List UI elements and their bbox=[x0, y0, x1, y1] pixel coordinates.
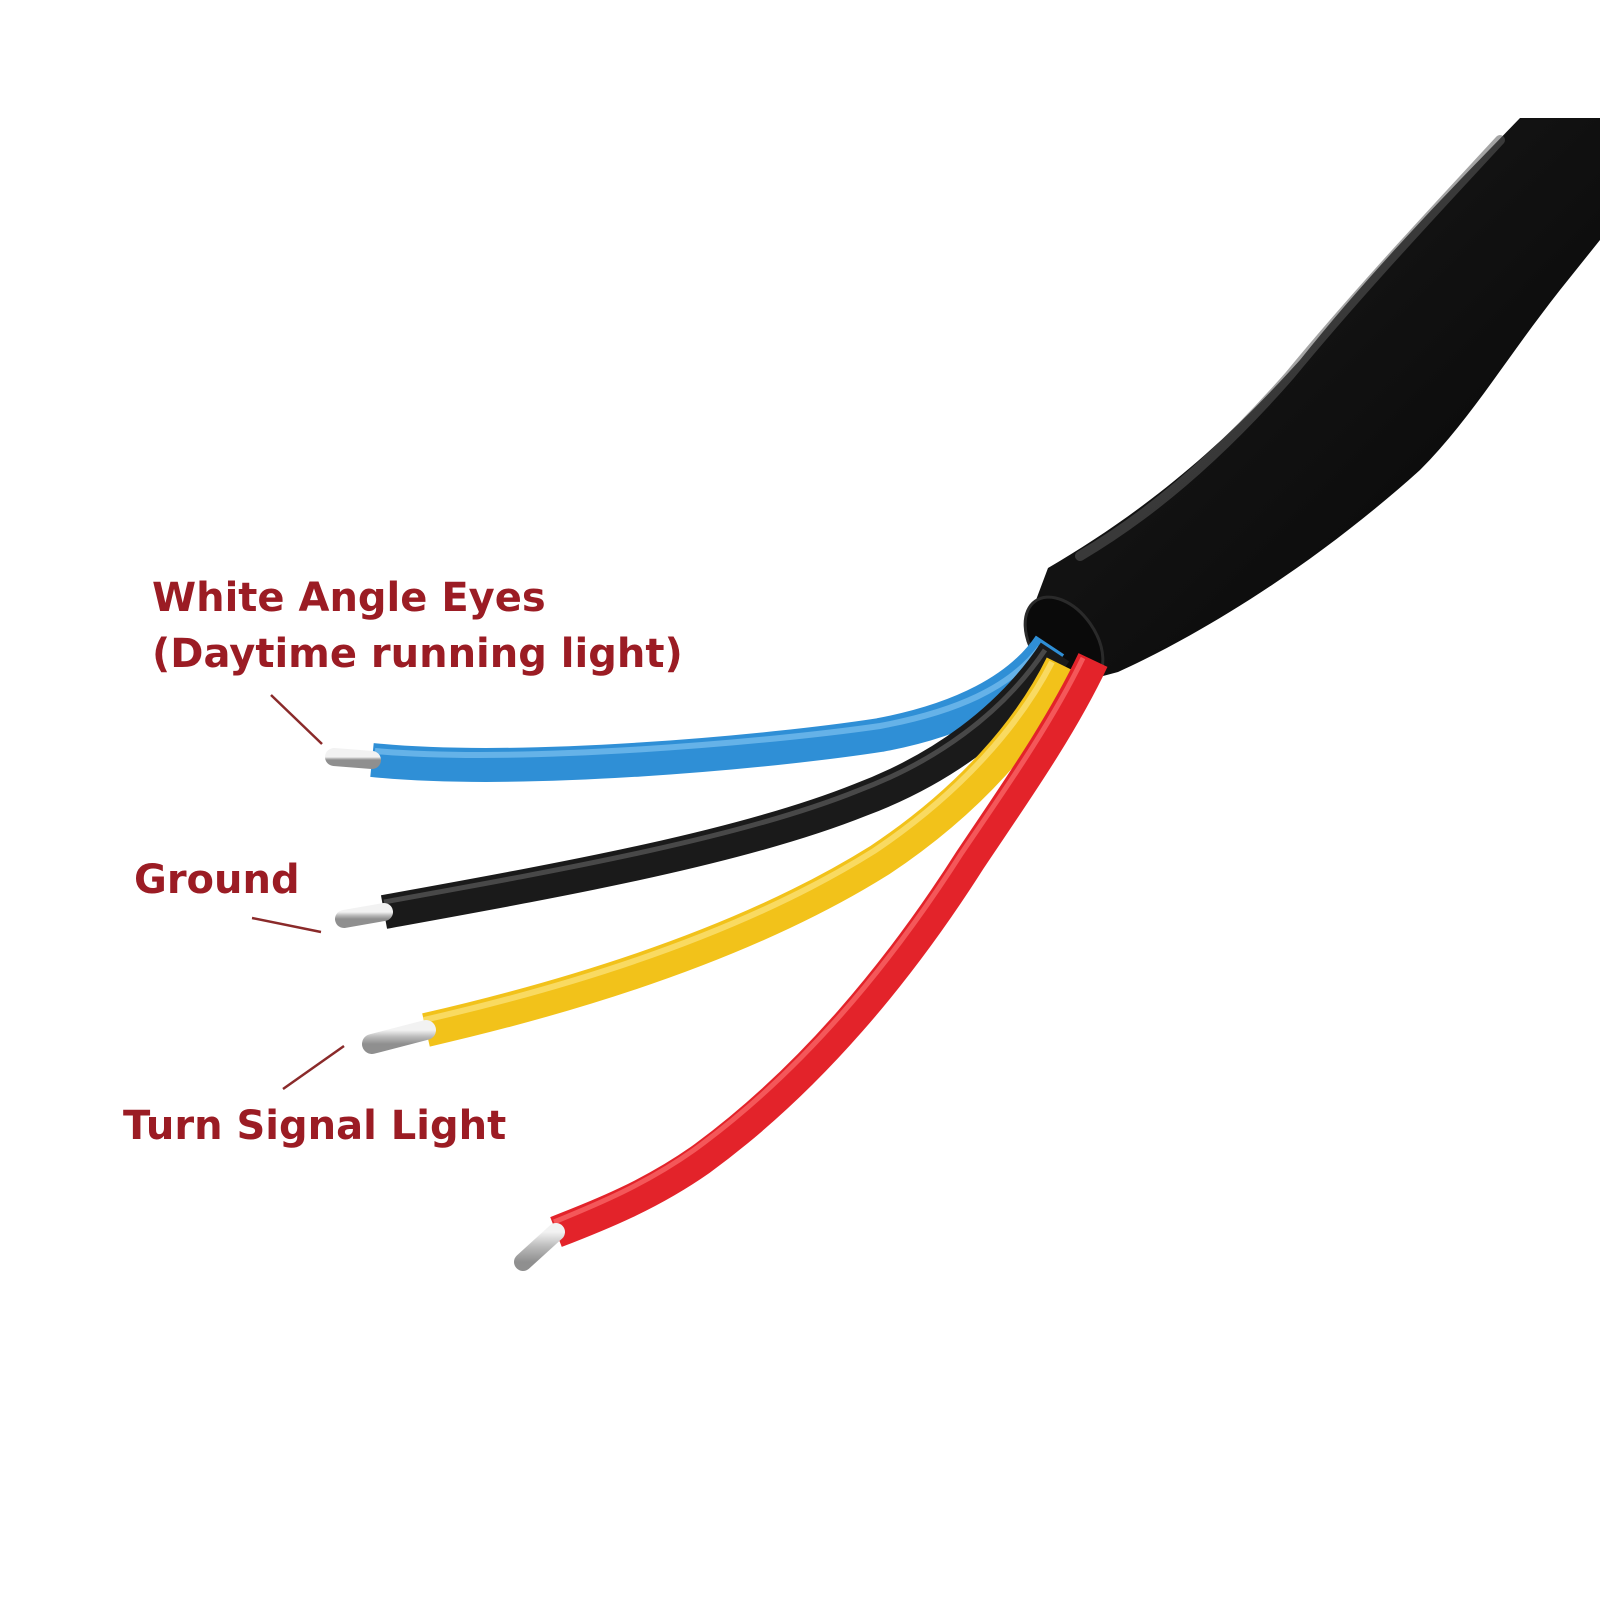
yellow-wire-conductor-tip bbox=[362, 1020, 436, 1054]
blue-wire bbox=[325, 635, 1065, 782]
cable-jacket-body bbox=[1036, 118, 1600, 680]
black-wire-conductor-tip bbox=[335, 903, 393, 928]
black-wire-highlight bbox=[383, 648, 1048, 905]
label-ground: Ground bbox=[134, 857, 300, 903]
leader-line-white-angle-eyes bbox=[270, 694, 323, 745]
label-turn-signal-light: Turn Signal Light bbox=[123, 1103, 507, 1149]
yellow-wire bbox=[362, 657, 1078, 1054]
yellow-wire-insulation bbox=[422, 657, 1078, 1047]
red-wire-conductor-tip bbox=[514, 1223, 565, 1271]
leader-line-ground bbox=[251, 916, 322, 934]
black-wire bbox=[335, 642, 1070, 929]
black-wire-insulation bbox=[380, 642, 1070, 929]
yellow-wire-highlight bbox=[423, 660, 1055, 1023]
cable-jacket-highlight bbox=[1075, 135, 1505, 561]
blue-wire-conductor-tip bbox=[325, 748, 381, 769]
red-wire bbox=[514, 653, 1108, 1271]
leader-lines bbox=[251, 694, 345, 1091]
blue-wire-highlight bbox=[374, 646, 1043, 758]
blue-wire-insulation bbox=[370, 635, 1065, 782]
cable-jacket bbox=[1023, 118, 1600, 689]
leader-line-turn-signal bbox=[282, 1044, 345, 1091]
label-daytime-running-light: (Daytime running light) bbox=[152, 631, 683, 677]
red-wire-highlight bbox=[553, 656, 1086, 1225]
label-white-angle-eyes: White Angle Eyes bbox=[152, 575, 546, 621]
red-wire-insulation bbox=[550, 653, 1108, 1247]
